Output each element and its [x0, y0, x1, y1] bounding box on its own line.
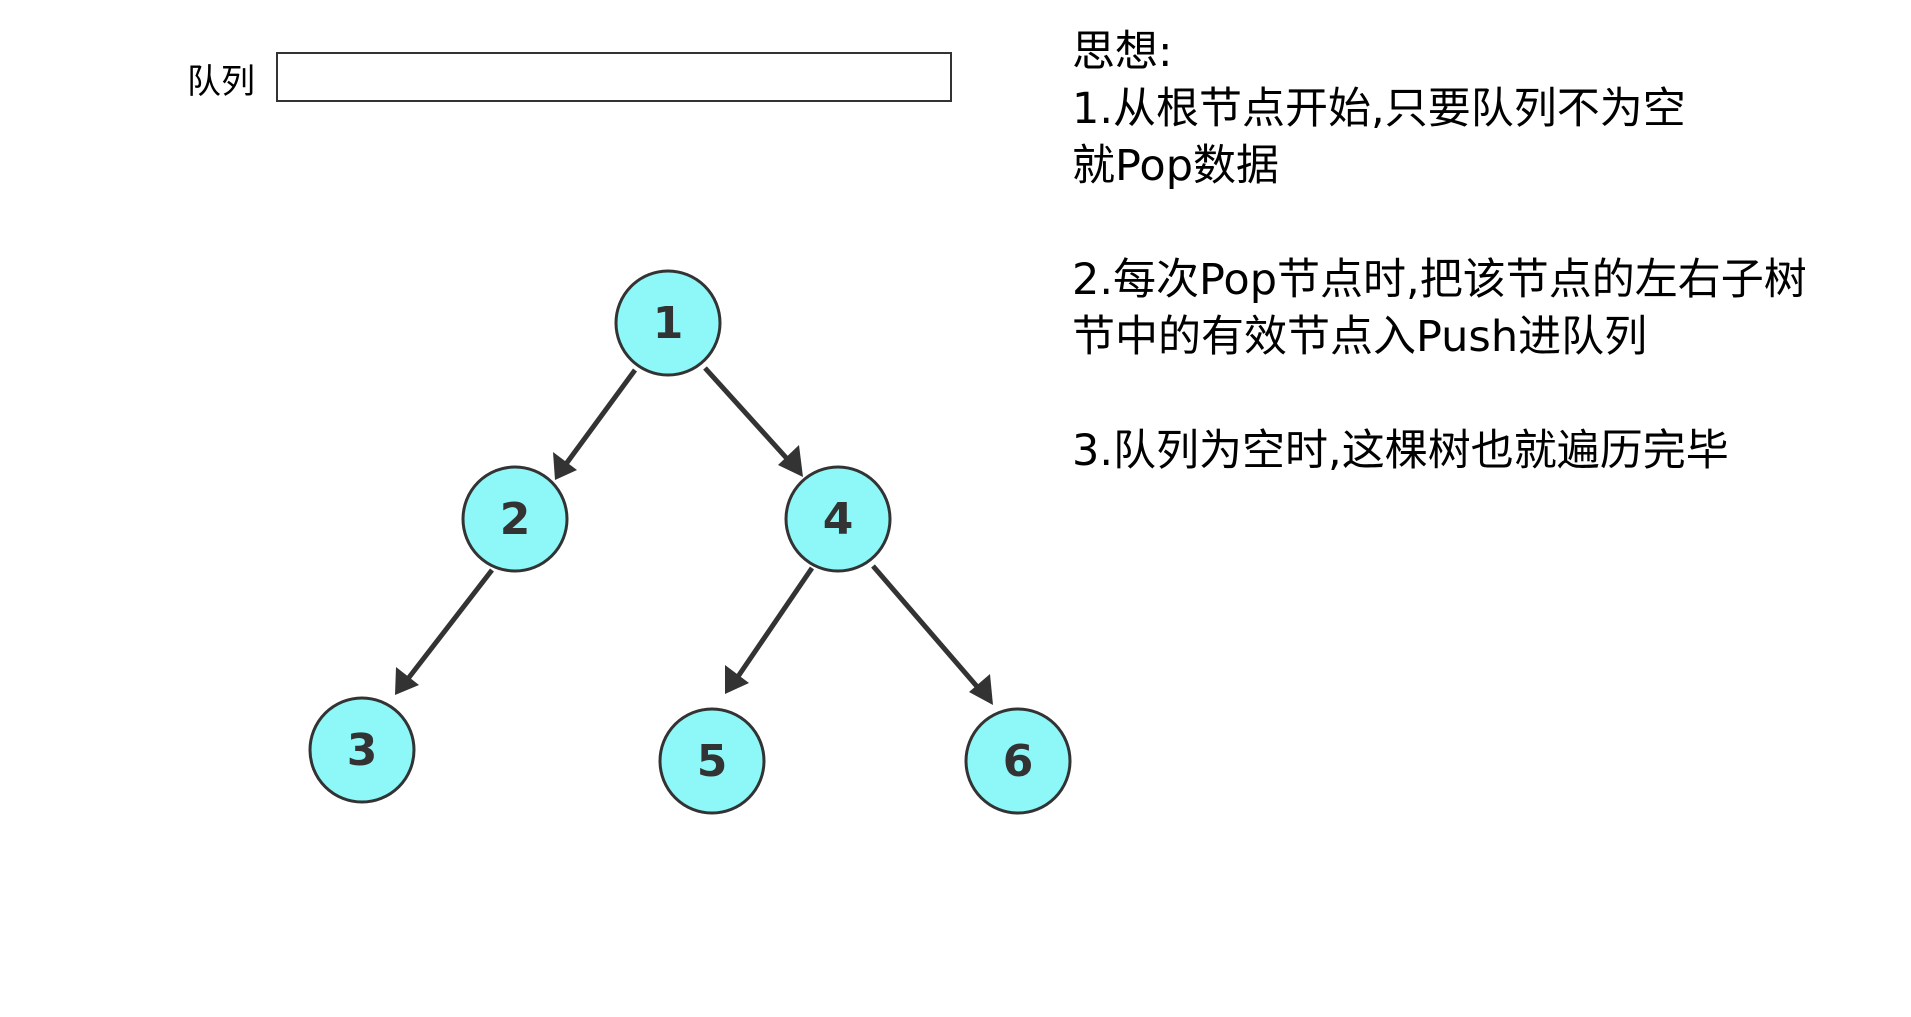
- edge-arrowhead: [969, 674, 993, 705]
- explanation-panel: 思想: 1.从根节点开始,只要队列不为空 就Pop数据 2.每次Pop节点时,把…: [1072, 24, 1892, 480]
- explanation-step-3: 3.队列为空时,这棵树也就遍历完毕: [1072, 423, 1892, 480]
- explanation-step-1: 1.从根节点开始,只要队列不为空 就Pop数据: [1072, 81, 1892, 195]
- edge-arrowhead: [725, 665, 749, 694]
- tree-node-1: 1: [614, 269, 722, 377]
- edge-1-2: [563, 368, 638, 466]
- edge-4-6: [871, 564, 982, 692]
- edge-arrowhead: [553, 452, 577, 480]
- edge-1-4: [703, 366, 792, 464]
- queue-label: 队列: [187, 62, 255, 102]
- tree-node-6: 6: [964, 707, 1072, 815]
- edge-arrowhead: [395, 667, 419, 695]
- node-label-4: 4: [823, 494, 854, 545]
- queue-box: [276, 52, 952, 102]
- explanation-step-1-line-1: 1.从根节点开始,只要队列不为空: [1072, 84, 1686, 134]
- node-label-3: 3: [347, 725, 378, 776]
- explanation-step-2-line-2: 节中的有效节点入Push进队列: [1072, 312, 1648, 362]
- explanation-step-2-line-1: 2.每次Pop节点时,把该节点的左右子树: [1072, 255, 1807, 305]
- binary-tree-diagram: 1 2 4 3 5 6: [308, 269, 1072, 815]
- tree-node-4: 4: [784, 465, 892, 573]
- edge-2-3: [405, 568, 494, 682]
- node-label-2: 2: [500, 494, 531, 545]
- tree-node-3: 3: [308, 696, 416, 804]
- explanation-step-1-line-2: 就Pop数据: [1072, 141, 1280, 191]
- explanation-step-3-line-1: 3.队列为空时,这棵树也就遍历完毕: [1072, 426, 1729, 476]
- node-label-1: 1: [653, 298, 684, 349]
- tree-node-2: 2: [461, 465, 569, 573]
- tree-edges: [395, 366, 993, 705]
- node-label-5: 5: [697, 736, 728, 787]
- edge-arrowhead: [778, 445, 803, 477]
- explanation-step-2: 2.每次Pop节点时,把该节点的左右子树 节中的有效节点入Push进队列: [1072, 252, 1892, 366]
- explanation-title: 思想:: [1072, 27, 1173, 77]
- node-label-6: 6: [1003, 736, 1034, 787]
- edge-4-5: [734, 566, 815, 680]
- tree-node-5: 5: [658, 707, 766, 815]
